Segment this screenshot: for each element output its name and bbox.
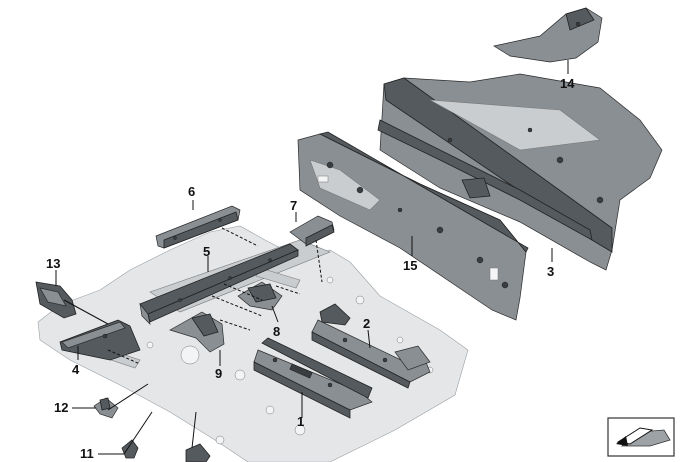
part-10-clip [185,443,211,462]
part-8-seat-member [237,281,283,311]
callout-5: 5 [203,244,210,259]
part-5-tunnel-reinforcement [139,243,299,326]
part-6-bracket [155,205,241,249]
part-15-heel-panel [297,131,529,321]
part-3-rear-floor [377,73,663,271]
callout-15: 15 [403,258,417,273]
callout-1: 1 [297,414,304,429]
leader-lines [55,60,569,455]
part-7-small-bracket [289,215,335,247]
callout-6: 6 [188,184,195,199]
callout-13: 13 [46,256,60,271]
callout-2: 2 [363,316,370,331]
part-13-gusset [35,281,77,319]
callout-9: 9 [215,366,222,381]
part-14-bracket [493,7,603,63]
callout-7: 7 [290,198,297,213]
part-12-clip [93,397,119,419]
part-2-cross-member-rear [311,303,431,389]
callout-3: 3 [547,264,554,279]
part-11-clip [121,439,139,459]
callout-11: 11 [80,446,94,461]
part-1-cross-member [253,337,373,419]
part-9-seat-member [169,311,225,353]
part-4-sill-left [59,319,141,361]
callout-14: 14 [560,76,575,91]
callout-4: 4 [72,362,80,377]
assembly-lines [107,227,323,365]
arrow-vehicle-icon [607,417,675,457]
callout-12: 12 [54,400,68,415]
callout-8: 8 [273,324,280,339]
callout-labels: 1 2 3 4 5 6 7 8 9 11 12 13 14 15 [46,76,575,461]
